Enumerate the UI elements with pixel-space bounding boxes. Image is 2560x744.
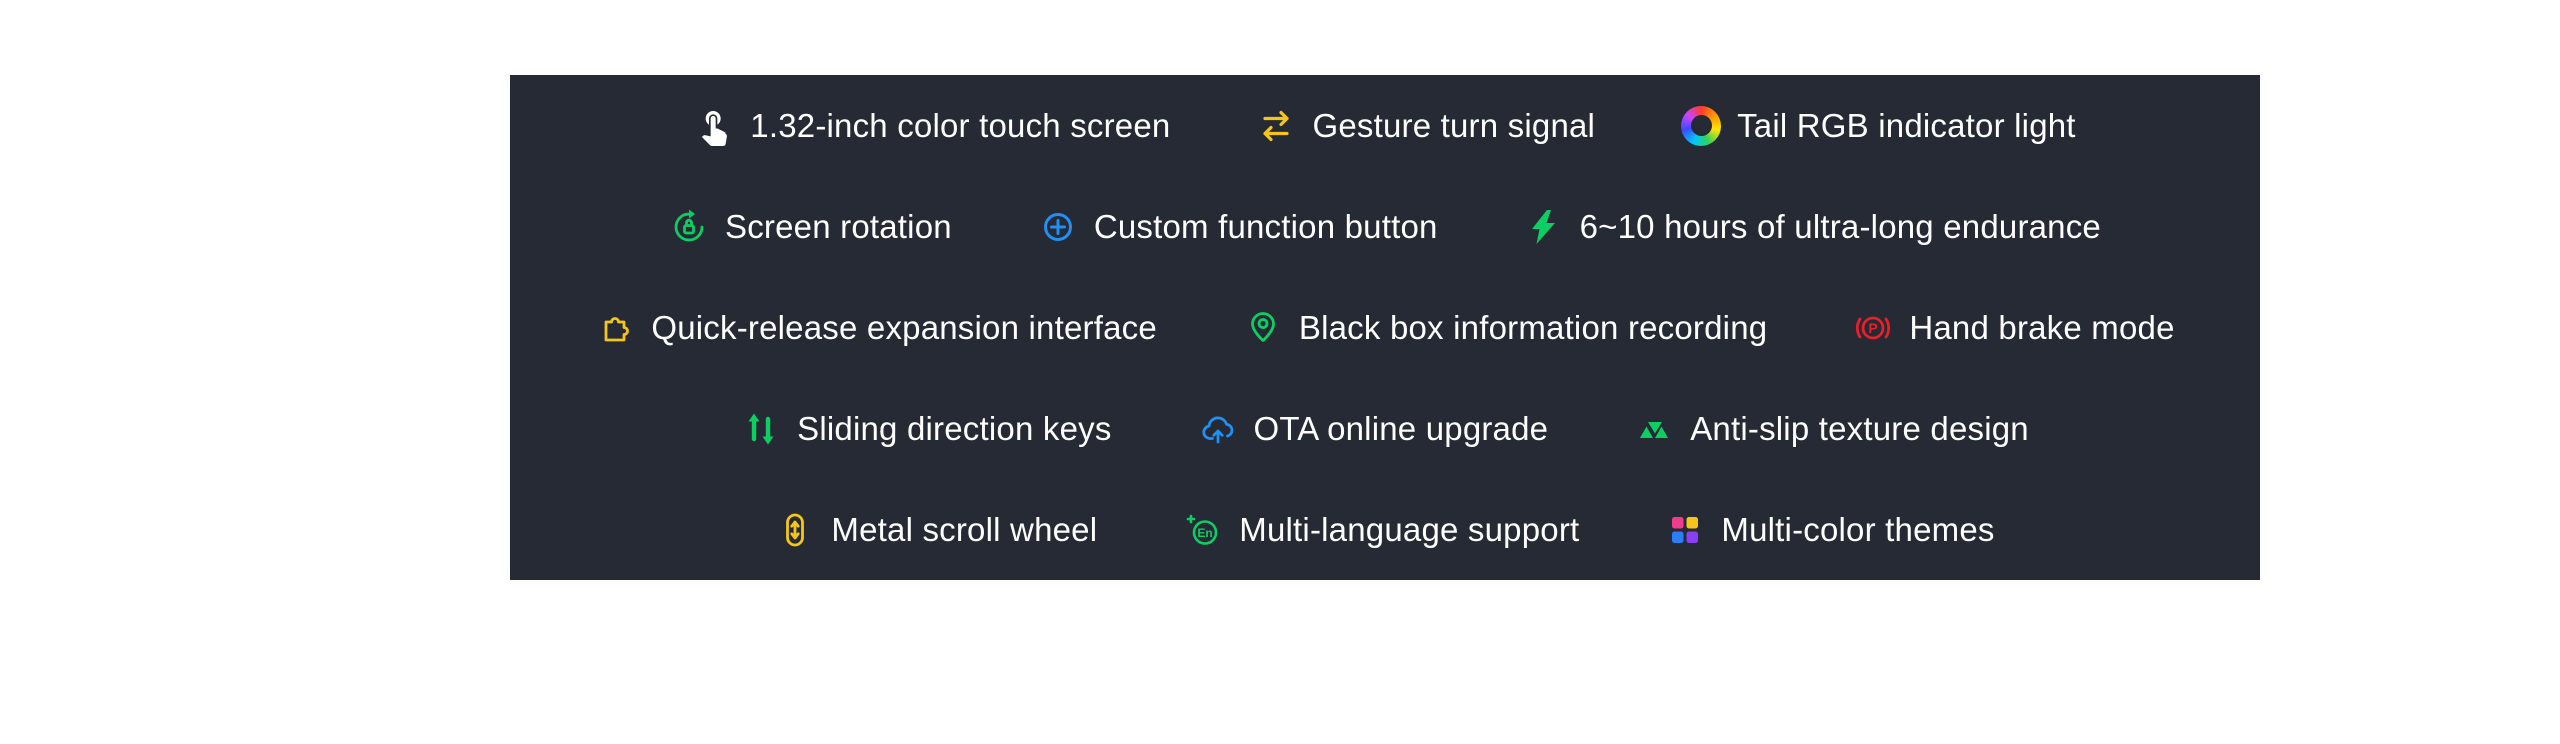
lightning-icon: [1524, 207, 1564, 247]
feature-label: Gesture turn signal: [1312, 106, 1596, 144]
feature-item: Multi-color themes: [1665, 510, 1994, 550]
feature-row: Screen rotation Custom function button 6…: [510, 176, 2260, 277]
feature-label: Anti-slip texture design: [1690, 409, 2029, 447]
svg-text:En: En: [1198, 526, 1213, 540]
feature-label: Quick-release expansion interface: [651, 308, 1157, 346]
touch-screen-icon: [694, 106, 734, 146]
feature-item: Quick-release expansion interface: [595, 308, 1157, 348]
puzzle-icon: [595, 308, 635, 348]
feature-item: 1.32-inch color touch screen: [694, 106, 1170, 146]
cloud-upload-icon: [1198, 409, 1238, 449]
feature-item: Sliding direction keys: [741, 409, 1111, 449]
feature-label: Multi-language support: [1239, 510, 1580, 548]
theme-swatch: [1686, 516, 1699, 528]
feature-row: Sliding direction keys OTA online upgrad…: [510, 378, 2260, 479]
feature-item: OTA online upgrade: [1198, 409, 1549, 449]
up-down-arrows-icon: [741, 409, 781, 449]
feature-label: Hand brake mode: [1909, 308, 2175, 346]
feature-item: Black box information recording: [1243, 308, 1767, 348]
feature-item: Screen rotation: [669, 207, 952, 247]
feature-item: Gesture turn signal: [1256, 106, 1595, 146]
feature-row: Quick-release expansion interface Black …: [510, 277, 2260, 378]
feature-item: En Multi-language support: [1183, 510, 1579, 550]
color-themes-icon: [1665, 510, 1705, 550]
feature-item: Metal scroll wheel: [775, 510, 1097, 550]
feature-item: Tail RGB indicator light: [1681, 105, 2076, 146]
parking-brake-icon: P: [1853, 308, 1893, 348]
feature-label: Screen rotation: [725, 207, 952, 245]
feature-item: Custom function button: [1038, 207, 1438, 247]
theme-swatch: [1686, 531, 1699, 543]
location-pin-icon: [1243, 308, 1283, 348]
feature-label: OTA online upgrade: [1253, 409, 1549, 447]
theme-swatch: [1672, 516, 1684, 528]
feature-row: Metal scroll wheel En Multi-language sup…: [510, 479, 2260, 580]
feature-label: Black box information recording: [1298, 308, 1768, 346]
triangles-texture-icon: [1634, 409, 1674, 449]
feature-panel: 1.32-inch color touch screen Gesture tur…: [510, 75, 2260, 580]
feature-item: P Hand brake mode: [1853, 308, 2174, 348]
screen-rotation-icon: [669, 207, 709, 247]
scroll-wheel-icon: [775, 510, 815, 550]
rgb-ring-icon: [1681, 105, 1722, 146]
language-globe-icon: En: [1183, 510, 1223, 550]
theme-swatch: [1672, 531, 1684, 543]
feature-label: Multi-color themes: [1721, 510, 1995, 548]
feature-item: Anti-slip texture design: [1634, 409, 2029, 449]
feature-label: Custom function button: [1093, 207, 1438, 245]
feature-label: Metal scroll wheel: [831, 510, 1098, 548]
svg-text:P: P: [1869, 320, 1878, 336]
feature-label: Tail RGB indicator light: [1737, 106, 2076, 144]
gesture-arrows-icon: [1256, 106, 1296, 146]
feature-label: 6~10 hours of ultra-long endurance: [1579, 207, 2101, 245]
feature-item: 6~10 hours of ultra-long endurance: [1524, 207, 2101, 247]
feature-label: 1.32-inch color touch screen: [750, 106, 1171, 144]
feature-label: Sliding direction keys: [797, 409, 1112, 447]
feature-row: 1.32-inch color touch screen Gesture tur…: [510, 75, 2260, 176]
plus-circle-icon: [1038, 207, 1078, 247]
